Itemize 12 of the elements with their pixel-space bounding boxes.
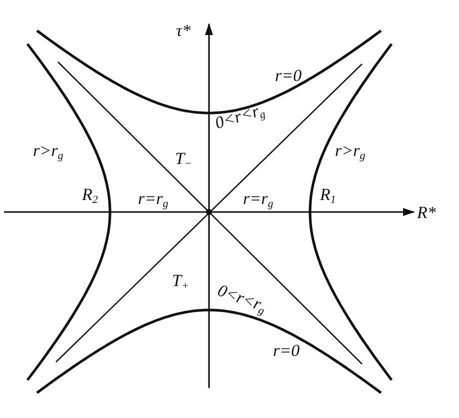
region-label: T$_{+}$ bbox=[172, 272, 189, 292]
axis-label: τ* bbox=[176, 22, 191, 39]
axis-label: R* bbox=[417, 204, 436, 221]
line-label: r=r$_{g}$ bbox=[243, 190, 274, 210]
curve-label: R$_{2}$ bbox=[82, 186, 98, 206]
line-label: r=r$_{g}$ bbox=[138, 190, 168, 210]
region-label: T$_{−}$ bbox=[175, 150, 192, 170]
region-label: r>r$_{g}$ bbox=[335, 142, 366, 162]
region-label: r>r$_{g}$ bbox=[33, 142, 64, 162]
curve-label: r=0 bbox=[273, 342, 300, 359]
curve-label: R$_{1}$ bbox=[320, 186, 336, 206]
curve-label: r=0 bbox=[275, 67, 302, 84]
